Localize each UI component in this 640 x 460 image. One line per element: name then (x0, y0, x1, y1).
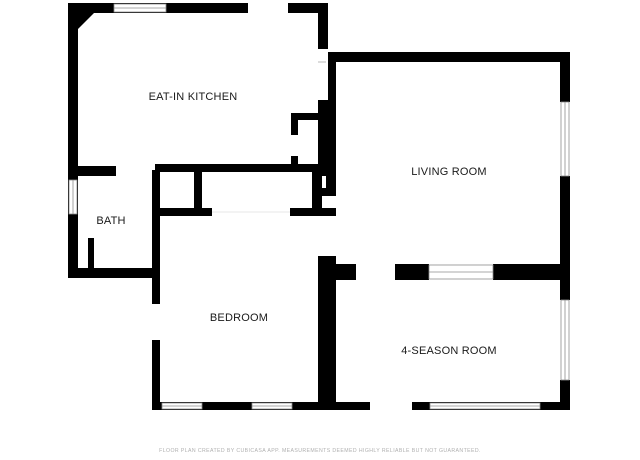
wall-bedroom-left-lower (152, 340, 160, 410)
wall-hall-right (312, 166, 322, 216)
window-season-right (560, 299, 570, 381)
wall-closet-top (291, 113, 321, 120)
opening-bedroom-left (152, 304, 160, 340)
window-living-right (560, 101, 570, 177)
opening-season-bottom (370, 402, 412, 410)
window-season-bottom (429, 402, 541, 410)
walls (68, 3, 570, 410)
wall-living-right-upper (560, 52, 570, 102)
wall-bath-tub (88, 238, 94, 270)
wall-bath-bottom (68, 268, 160, 278)
label-bath: BATH (96, 215, 125, 227)
wall-kitchen-top (68, 3, 328, 13)
wall-closet-side-lower (291, 156, 298, 166)
wall-kitchen-bottom-left (68, 166, 116, 176)
label-kitchen: EAT-IN KITCHEN (149, 91, 238, 103)
wall-kitchen-left (68, 3, 78, 178)
label-living-room: LIVING ROOM (411, 166, 487, 178)
room-labels: EAT-IN KITCHEN LIVING ROOM BATH BEDROOM … (96, 91, 496, 357)
wall-center-lower (318, 256, 336, 408)
footer-disclaimer: FLOOR PLAN CREATED BY CUBICASA APP. MEAS… (159, 448, 481, 454)
wall-divider-right (493, 264, 570, 280)
window-bedroom-bottom-2 (251, 402, 293, 410)
wall-center-upper (326, 52, 336, 192)
label-bedroom: BEDROOM (210, 312, 268, 324)
window-kitchen-top (113, 3, 167, 13)
opening-kitchen-top-right (248, 3, 288, 13)
wall-kitchen-bottom-right (155, 164, 325, 172)
wall-living-top (326, 52, 570, 62)
wall-bedroom-left (152, 214, 160, 304)
window-bedroom-bottom-1 (161, 402, 203, 410)
wall-closet-side (291, 113, 298, 135)
wall-bath-left (68, 176, 78, 276)
wall-hall-left (152, 170, 160, 214)
wall-kitchen-chamfer (78, 13, 94, 29)
window-divider (428, 264, 494, 280)
opening-kitchen-right (318, 49, 328, 100)
wall-hall-bottom-left (152, 208, 212, 216)
label-4-season-room: 4-SEASON ROOM (401, 345, 497, 357)
wall-divider-left (326, 264, 356, 280)
window-bath-left (68, 179, 78, 215)
wall-season-right-upper (560, 280, 570, 300)
opening-kitchen-bath (116, 166, 152, 176)
windows (68, 3, 570, 410)
wall-living-right-lower (560, 176, 570, 284)
wall-season-right-lower (560, 380, 570, 410)
wall-bedroom-bottom (152, 402, 332, 410)
opening-center (318, 216, 336, 256)
wall-kitchen-right-upper (318, 3, 328, 49)
wall-divider-mid (395, 264, 429, 280)
wall-hall-divider (194, 170, 202, 214)
opening-living-season (356, 264, 395, 280)
